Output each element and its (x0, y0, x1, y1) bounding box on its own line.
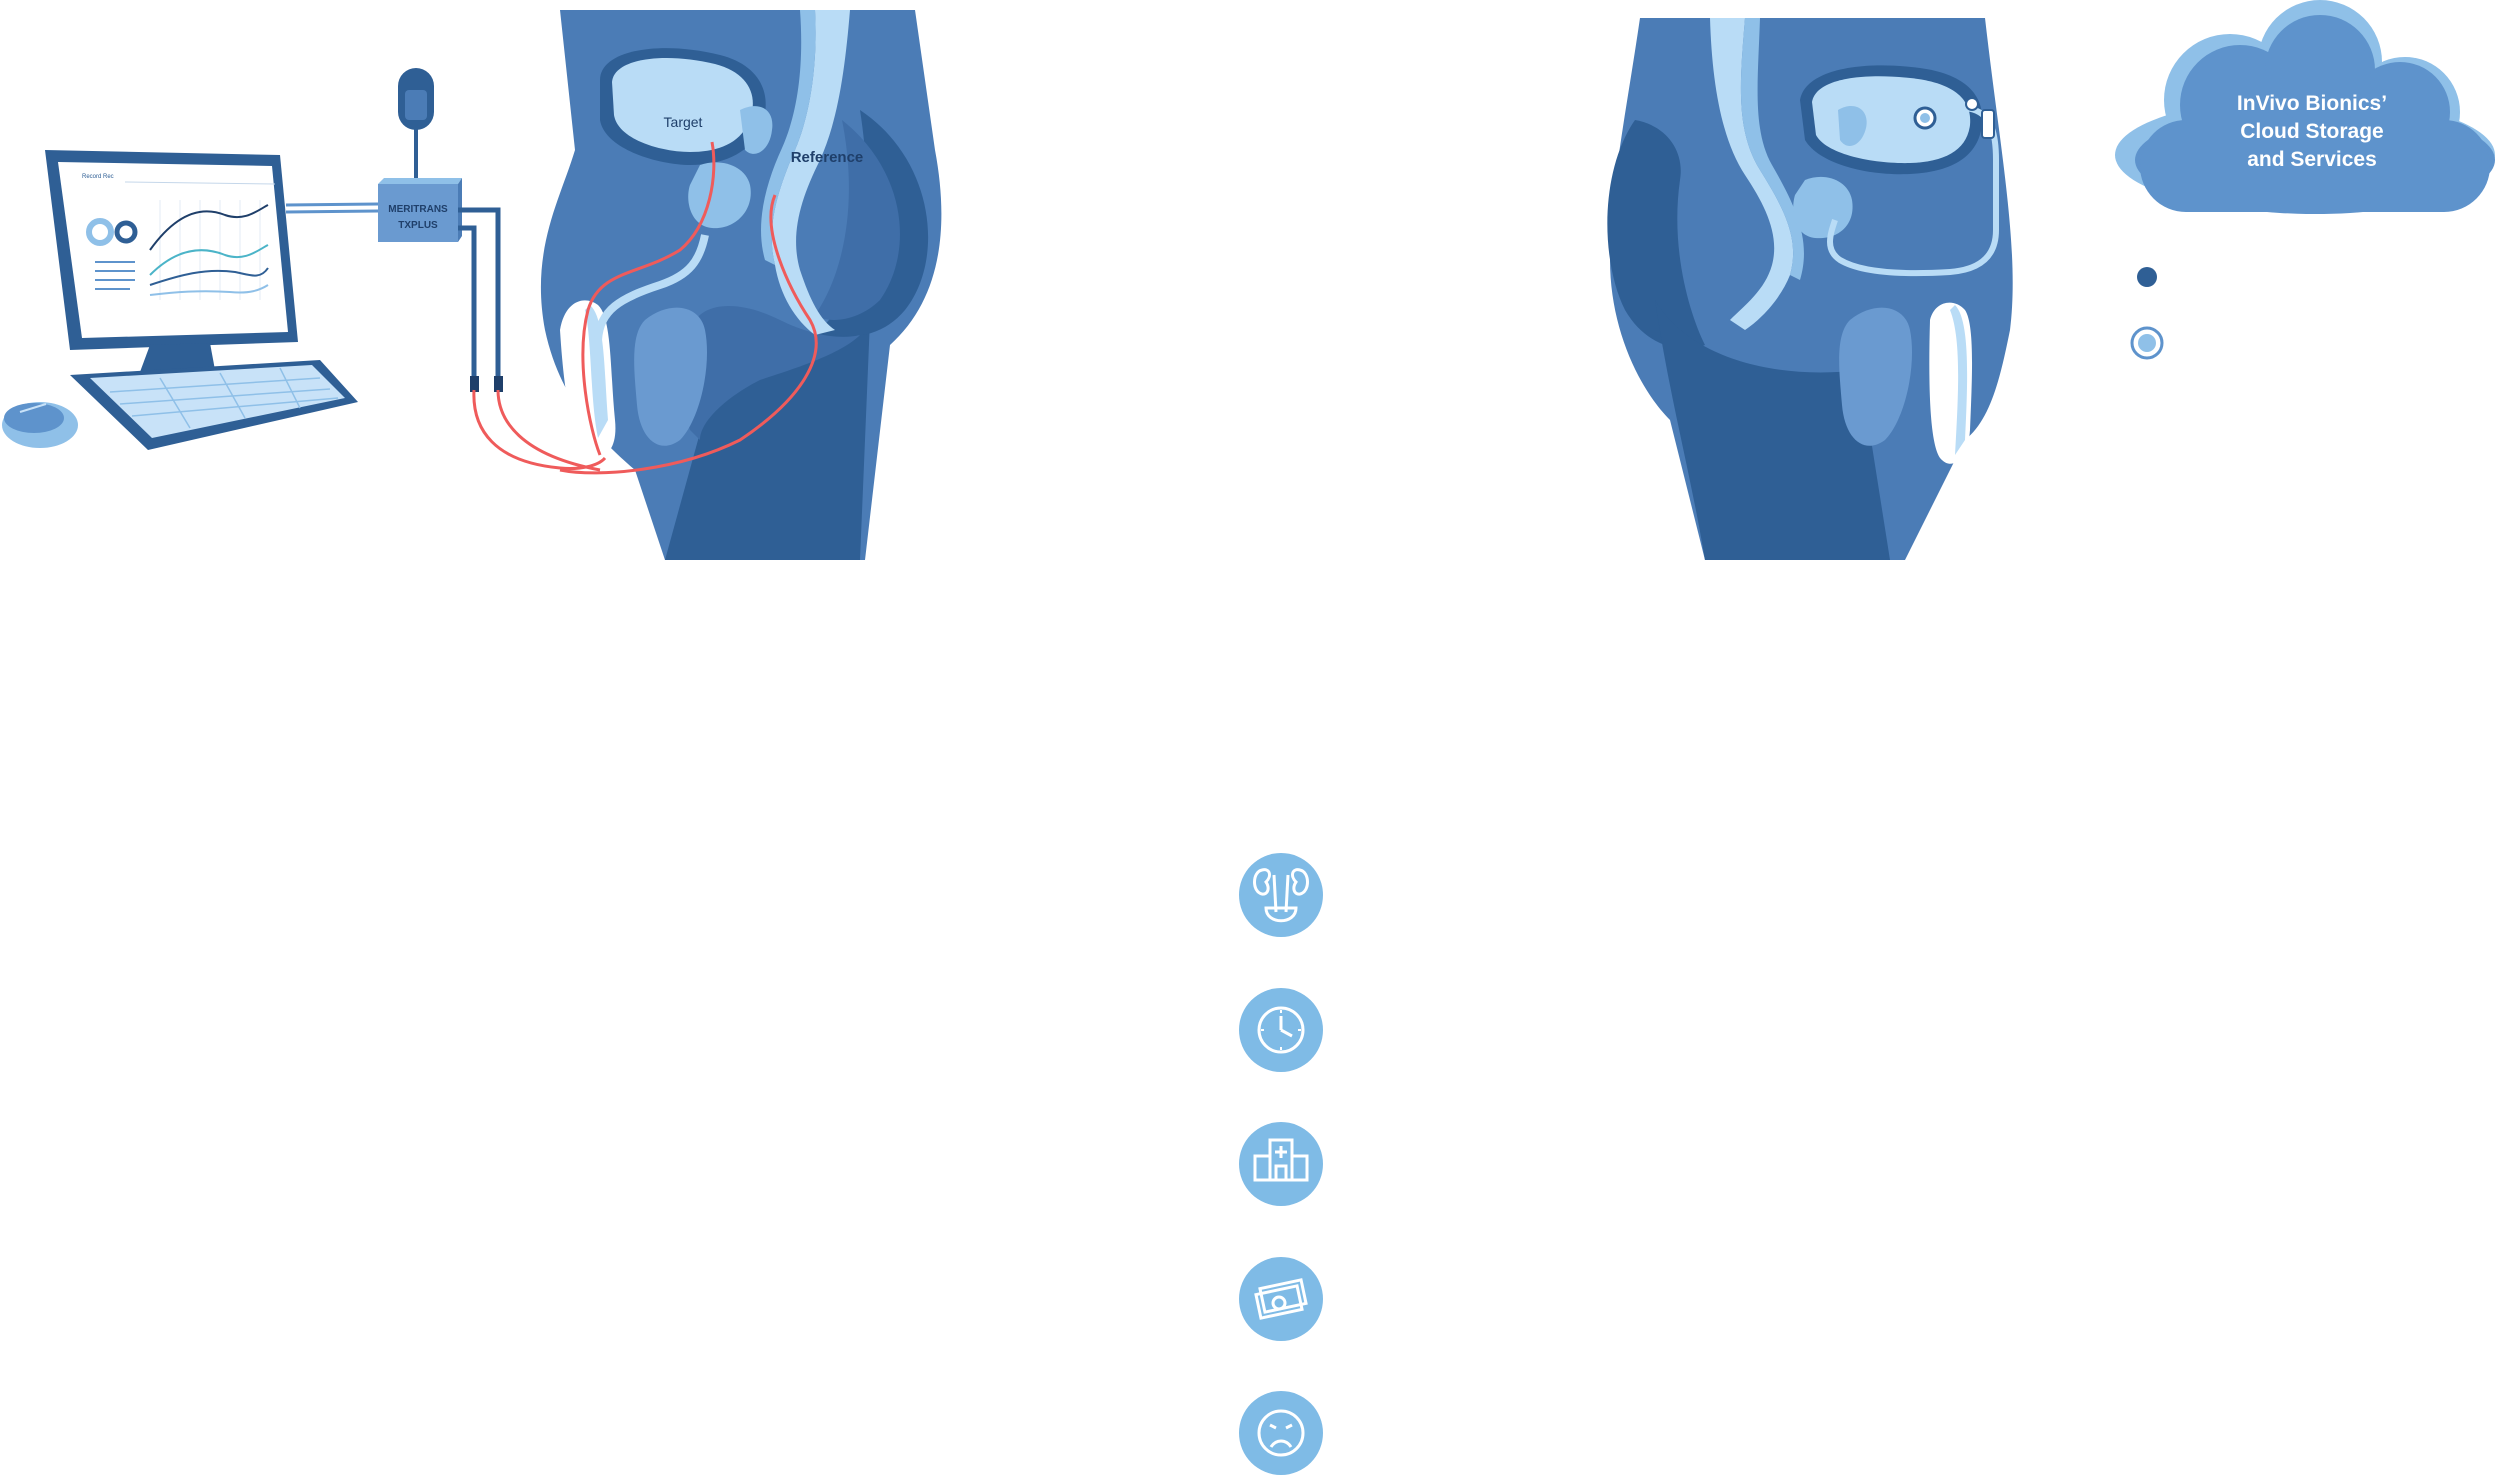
bladder-right (1800, 65, 1982, 174)
frown-face-icon (1239, 1391, 1323, 1475)
device-label-line2: TXPLUS (398, 220, 438, 231)
reference-label: Reference (791, 149, 864, 166)
cloud-label-line1: InVivo Bionics’ (2237, 92, 2387, 115)
clock-icon (1239, 988, 1323, 1072)
pressure-transducer (398, 68, 434, 184)
meritrans-device: MERITRANS TXPLUS (378, 68, 503, 392)
cloud-label-line3: and Services (2247, 148, 2377, 171)
money-icon (1239, 1257, 1323, 1341)
bladder-left: Target (600, 48, 766, 165)
screen-title: Record Rec (82, 174, 114, 180)
pelvis-anatomy-with-implant (1607, 18, 2012, 560)
monitor: Record Rec (45, 150, 298, 372)
device-label-line1: MERITRANS (388, 204, 448, 215)
target-label: Target (664, 114, 703, 130)
cloud-dot-small (2137, 267, 2157, 287)
feature-icons (1239, 853, 1323, 1475)
keyboard (70, 360, 358, 450)
kidney-bladder-icon (1239, 853, 1323, 937)
hospital-icon (1239, 1122, 1323, 1206)
cloud-storage: InVivo Bionics’ Cloud Storage and Servic… (2115, 0, 2495, 214)
computer-workstation: Record Rec (2, 150, 378, 450)
cloud-label-line2: Cloud Storage (2240, 120, 2384, 143)
mouse (2, 402, 78, 448)
pelvis-anatomy-with-catheters: Target Reference (474, 10, 942, 560)
